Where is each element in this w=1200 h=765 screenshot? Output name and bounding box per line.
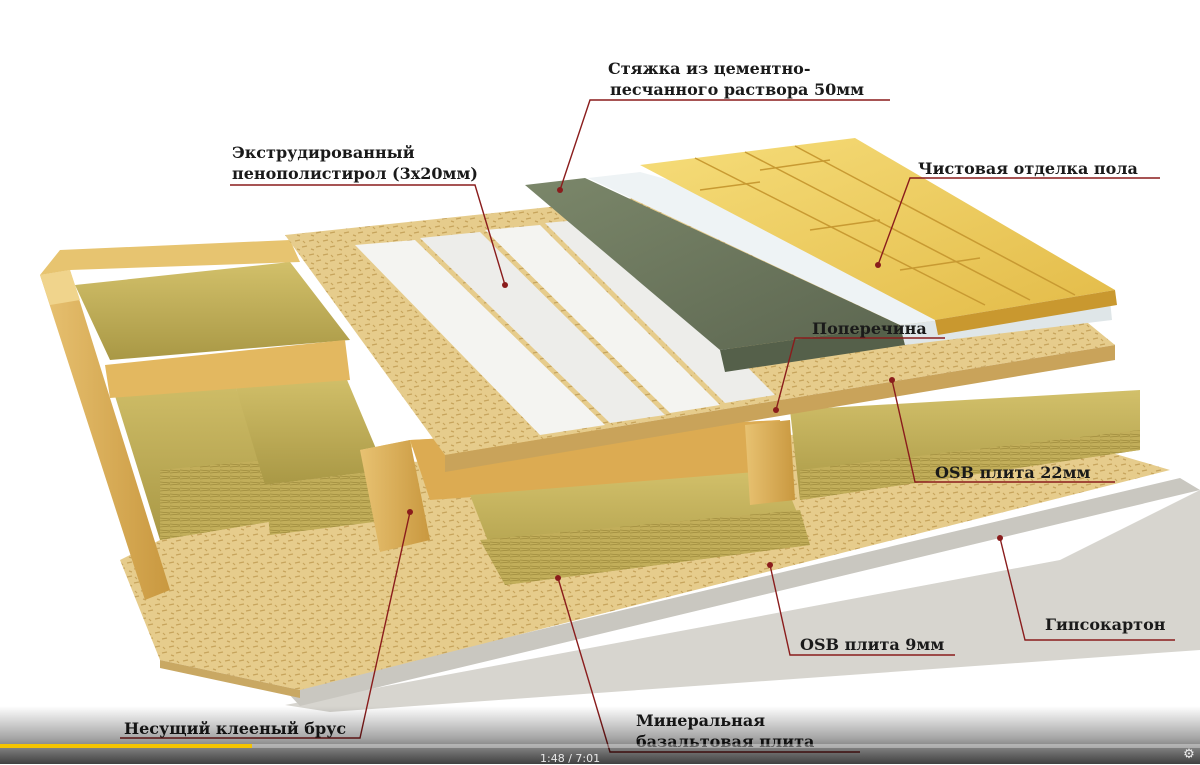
- label-finish-text: Чистовая отделка пола: [918, 159, 1138, 178]
- xps-strip-1: [355, 240, 605, 435]
- leader-dots: [407, 187, 1003, 581]
- label-mineral-line2: базальтовая плита: [636, 732, 815, 751]
- leader-osb9: [769, 564, 955, 656]
- label-drywall: Гипсокартон: [1045, 614, 1165, 635]
- label-mineral-line1: Минеральная: [636, 711, 766, 730]
- label-drywall-text: Гипсокартон: [1045, 615, 1166, 634]
- label-osb9-text: OSB плита 9мм: [800, 635, 945, 654]
- leader-xps: [230, 184, 506, 286]
- label-beam: Несущий клееный брус: [124, 718, 346, 739]
- label-crossbar: Поперечина: [812, 318, 927, 339]
- leader-finish: [877, 177, 1160, 266]
- leader-drywall: [999, 537, 1175, 641]
- insulation-left-side: [160, 460, 280, 540]
- screed-edge: [720, 325, 905, 372]
- label-finish: Чистовая отделка пола: [918, 158, 1138, 179]
- outer-beam-back: [40, 240, 300, 275]
- leader-crossbar: [775, 337, 945, 411]
- insulation-mid-block: [235, 375, 385, 485]
- xps-strip-2: [420, 232, 665, 423]
- label-xps-line1: Экструдированный: [232, 143, 415, 162]
- parquet-layer: [640, 138, 1115, 320]
- crossbar-left: [105, 340, 350, 398]
- label-crossbar-text: Поперечина: [812, 319, 927, 338]
- xps-strip-3: [485, 225, 720, 413]
- video-progress-bar[interactable]: [0, 744, 1200, 748]
- crossbar-right: [745, 420, 795, 505]
- label-screed: Стяжка из цементно- песчанного раствора …: [608, 58, 864, 100]
- label-osb9: OSB плита 9мм: [800, 634, 944, 655]
- glued-beam-front: [360, 440, 430, 552]
- video-progress-fill: [0, 744, 252, 748]
- insulation-front-side: [480, 510, 810, 585]
- screed-layer: [525, 178, 900, 350]
- osb-22mm-edge: [445, 345, 1115, 472]
- osb-9mm-edge: [160, 660, 300, 698]
- insulation-mid-side: [265, 470, 390, 535]
- leader-screed: [559, 99, 890, 191]
- label-osb22-text: OSB плита 22мм: [935, 463, 1091, 482]
- label-xps: Экструдированный пенополистирол (3x20мм): [232, 142, 478, 184]
- parquet-seams: [694, 145, 1076, 306]
- label-osb22: OSB плита 22мм: [935, 462, 1090, 483]
- label-xps-line2: пенополистирол (3x20мм): [232, 164, 478, 183]
- drywall-layer: [285, 490, 1200, 712]
- parquet-edge: [935, 290, 1117, 335]
- leader-osb22: [891, 379, 1115, 483]
- insulation-back-block: [75, 262, 350, 360]
- drywall-edge: [285, 478, 1200, 706]
- outer-beam-left-top: [40, 270, 80, 305]
- insulation-right-side: [800, 430, 1140, 500]
- outer-beam-left: [40, 270, 170, 600]
- settings-gear-icon[interactable]: ⚙: [1183, 747, 1195, 762]
- label-beam-text: Несущий клееный брус: [124, 719, 347, 738]
- video-time-display: 1:48 / 7:01: [540, 752, 601, 765]
- label-screed-line2: песчанного раствора 50мм: [610, 80, 865, 99]
- label-screed-line1: Стяжка из цементно-: [608, 59, 811, 78]
- xps-strip-4: [545, 218, 775, 403]
